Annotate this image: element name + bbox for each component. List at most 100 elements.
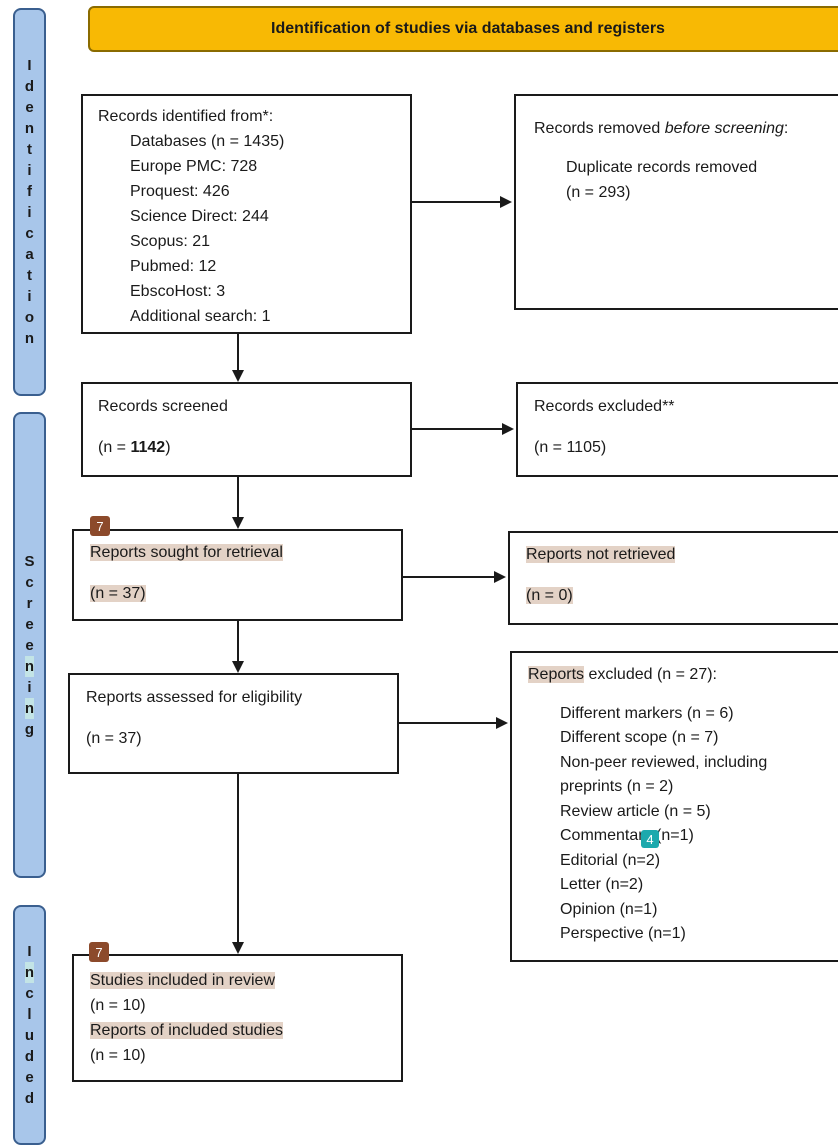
- connector-line: [399, 722, 496, 724]
- phase-letter: e: [25, 1069, 34, 1086]
- reports-sought-box: Reports sought for retrieval (n = 37): [72, 529, 403, 621]
- source-line: Proquest: 426: [130, 183, 230, 200]
- reports-assessed-box: Reports assessed for eligibility (n = 37…: [68, 673, 399, 774]
- phase-identification: I d e n t i f i c a t i o n: [13, 8, 46, 396]
- exclusion-reason: Review article (n = 5): [560, 802, 711, 820]
- arrow-head: [502, 423, 514, 435]
- connector-line: [237, 774, 239, 942]
- arrow-head: [500, 196, 512, 208]
- phase-letter: g: [24, 720, 35, 738]
- phase-letter: d: [24, 78, 35, 95]
- phase-letter: n: [24, 120, 35, 137]
- reports-excluded-box: Reports excluded (n = 27): Different mar…: [510, 651, 838, 962]
- phase-letter: n: [24, 962, 35, 983]
- connector-line: [412, 428, 502, 430]
- phase-letter: n: [24, 330, 35, 347]
- records-screened-count: (n = 1142): [98, 439, 171, 456]
- records-screened-title: Records screened: [98, 398, 228, 415]
- source-line: Databases (n = 1435): [130, 133, 285, 150]
- reports-not-retrieved-title: Reports not retrieved: [526, 546, 676, 563]
- studies-included-count: (n = 10): [90, 997, 146, 1014]
- exclusion-reason: Non-peer reviewed, including: [560, 753, 768, 771]
- reports-assessed-count: (n = 37): [86, 730, 142, 747]
- reports-assessed-title: Reports assessed for eligibility: [86, 689, 303, 706]
- source-line: Scopus: 21: [130, 233, 211, 250]
- source-line: Pubmed: 12: [130, 258, 217, 275]
- phase-letter: t: [27, 267, 32, 284]
- phase-letter: r: [26, 594, 33, 612]
- annotation-badge: 7: [90, 516, 110, 536]
- phase-letter: d: [24, 1090, 35, 1107]
- records-excluded-title: Records excluded**: [534, 398, 675, 415]
- phase-letter: a: [25, 246, 34, 263]
- phase-letter: e: [25, 636, 34, 654]
- phase-letter: u: [24, 1027, 35, 1044]
- exclusion-reason: Perspective (n=1): [560, 925, 686, 942]
- duplicate-records-label: Duplicate records removed: [566, 159, 758, 176]
- exclusion-reason: Editorial (n=2): [560, 851, 661, 869]
- arrow-head: [232, 517, 244, 529]
- phase-letter: c: [25, 225, 34, 242]
- records-excluded-box: Records excluded** (n = 1105): [516, 382, 838, 477]
- connector-line: [412, 201, 500, 203]
- phase-letter: i: [27, 162, 32, 179]
- exclusion-reason: Different markers (n = 6): [560, 704, 734, 722]
- phase-letter: f: [27, 183, 32, 200]
- phase-letter: I: [27, 943, 32, 960]
- phase-included: I n c l u d e d: [13, 905, 46, 1145]
- studies-included-title: Studies included in review: [90, 972, 275, 989]
- phase-letter: e: [25, 615, 34, 633]
- phase-letter: l: [27, 1006, 32, 1023]
- phase-letter: i: [27, 204, 32, 221]
- reports-sought-title: Reports sought for retrieval: [90, 544, 283, 561]
- arrow-head: [496, 717, 508, 729]
- exclusion-reason: Opinion (n=1): [560, 900, 658, 918]
- header-title: Identification of studies via databases …: [271, 20, 665, 37]
- records-screened-box: Records screened (n = 1142): [81, 382, 412, 477]
- reports-included-count: (n = 10): [90, 1047, 146, 1064]
- annotation-badge: 7: [89, 942, 109, 962]
- phase-letter: c: [25, 985, 34, 1002]
- records-removed-box: Records removed before screening: Duplic…: [514, 94, 838, 310]
- arrow-head: [232, 942, 244, 954]
- exclusion-reason: Different scope (n = 7): [560, 729, 719, 746]
- source-line: Science Direct: 244: [130, 208, 269, 225]
- reports-excluded-title: Reports excluded (n = 27):: [528, 666, 717, 683]
- reports-included-title: Reports of included studies: [90, 1022, 283, 1039]
- phase-letter: n: [24, 697, 35, 719]
- phase-letter: c: [25, 573, 34, 591]
- phase-screening: S c r e e n i n g: [13, 412, 46, 878]
- exclusion-reason: preprints (n = 2): [560, 778, 674, 795]
- phase-letter: i: [27, 288, 32, 305]
- studies-included-box: Studies included in review (n = 10) Repo…: [72, 954, 403, 1082]
- connector-line: [403, 576, 494, 578]
- arrow-head: [232, 661, 244, 673]
- records-removed-title: Records removed before screening:: [534, 120, 789, 137]
- arrow-head: [232, 370, 244, 382]
- connector-line: [237, 621, 239, 661]
- source-line: EbscoHost: 3: [130, 283, 226, 300]
- reports-not-retrieved-box: Reports not retrieved (n = 0): [508, 531, 838, 625]
- exclusion-reason: Commentary (n=1): [560, 827, 694, 844]
- phase-letter: i: [27, 678, 32, 696]
- reports-sought-count: (n = 37): [90, 585, 146, 602]
- phase-letter: e: [25, 99, 34, 116]
- records-identified-title: Records identified from*:: [98, 108, 274, 125]
- reports-not-retrieved-count: (n = 0): [526, 587, 573, 604]
- connector-line: [237, 477, 239, 517]
- records-identified-box: Records identified from*: Databases (n =…: [81, 94, 412, 334]
- exclusion-reason: Letter (n=2): [560, 876, 644, 893]
- phase-letter: o: [24, 309, 35, 326]
- phase-letter: n: [24, 655, 35, 677]
- arrow-head: [494, 571, 506, 583]
- phase-letter: I: [27, 57, 32, 74]
- records-excluded-count: (n = 1105): [534, 439, 607, 456]
- source-line: Europe PMC: 728: [130, 158, 258, 175]
- phase-letter: S: [24, 552, 35, 570]
- annotation-badge: 4: [641, 830, 659, 848]
- section-header: Identification of studies via databases …: [88, 6, 838, 52]
- phase-letter: t: [27, 141, 32, 158]
- duplicate-records-count: (n = 293): [566, 184, 631, 201]
- connector-line: [237, 334, 239, 370]
- source-line: Additional search: 1: [130, 308, 271, 325]
